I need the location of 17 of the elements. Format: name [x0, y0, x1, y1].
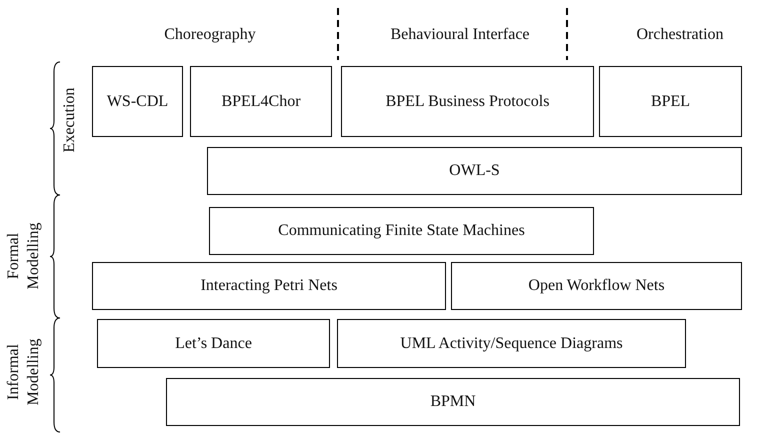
layer-box: Interacting Petri Nets [92, 262, 446, 310]
layer-box: Communicating Finite State Machines [209, 207, 594, 255]
layer-label: Execution [60, 86, 79, 154]
layer-box: Open Workflow Nets [451, 262, 742, 310]
layer-box: BPMN [166, 378, 740, 426]
layer-label: Formal Modelling [4, 222, 43, 292]
layer-box: UML Activity/Sequence Diagrams [337, 319, 686, 368]
column-heading: Orchestration [635, 26, 725, 44]
layer-box: WS-CDL [92, 66, 183, 137]
layer-box: OWL-S [207, 147, 742, 195]
column-heading: Behavioural Interface [389, 26, 531, 44]
layer-box: Let’s Dance [97, 319, 330, 368]
layer-box: BPEL [599, 66, 742, 137]
layer-label: Informal Modelling [4, 338, 43, 408]
column-heading: Choreography [163, 26, 257, 44]
layer-box: BPEL Business Protocols [341, 66, 594, 137]
layer-box: BPEL4Chor [190, 66, 332, 137]
